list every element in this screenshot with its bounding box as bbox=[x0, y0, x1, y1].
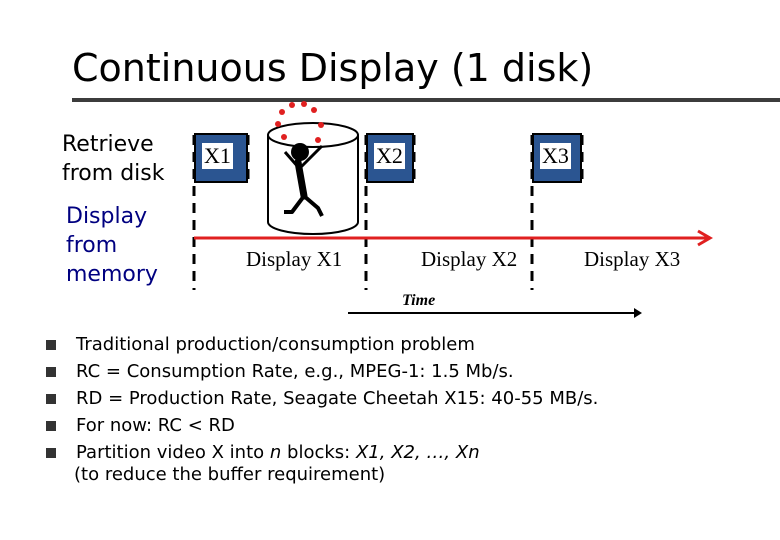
bullet-item: RC = Consumption Rate, e.g., MPEG-1: 1.5… bbox=[46, 358, 598, 385]
disk-with-juggler-icon bbox=[267, 101, 359, 235]
display-x3-label: Display X3 bbox=[584, 247, 681, 271]
juggling-dots bbox=[275, 101, 324, 143]
time-arrow bbox=[348, 308, 642, 318]
bullet-square-icon bbox=[46, 340, 56, 350]
block-x2-label: X2 bbox=[374, 143, 405, 169]
bullet-item: Traditional production/consumption probl… bbox=[46, 331, 598, 358]
slide-title: Continuous Display (1 disk) bbox=[72, 46, 594, 90]
display-label: Display from memory bbox=[66, 204, 158, 287]
bullet-item: RD = Production Rate, Seagate Cheetah X1… bbox=[46, 385, 598, 412]
bullet-item: Partition video X into n blocks: X1, X2,… bbox=[46, 439, 598, 484]
bullet-square-icon bbox=[46, 367, 56, 377]
time-label: Time bbox=[402, 292, 436, 309]
retrieve-label: Retrieve from disk bbox=[62, 132, 165, 186]
bullet-list: Traditional production/consumption probl… bbox=[46, 331, 598, 484]
block-x2: X2 bbox=[366, 133, 414, 183]
block-x1: X1 bbox=[194, 133, 248, 183]
bullet-item: For now: RC < RD bbox=[46, 412, 598, 439]
block-x1-label: X1 bbox=[202, 143, 233, 169]
bullet-square-icon bbox=[46, 448, 56, 458]
bullet-subtext: (to reduce the buffer requirement) bbox=[74, 464, 386, 485]
block-x3: X3 bbox=[532, 133, 582, 183]
bullet-square-icon bbox=[46, 421, 56, 431]
title-divider bbox=[72, 98, 780, 102]
display-x2-label: Display X2 bbox=[421, 247, 518, 271]
display-x1-label: Display X1 bbox=[246, 247, 343, 271]
block-x3-label: X3 bbox=[540, 143, 571, 169]
display-arrow bbox=[194, 229, 713, 247]
bullet-square-icon bbox=[46, 394, 56, 404]
